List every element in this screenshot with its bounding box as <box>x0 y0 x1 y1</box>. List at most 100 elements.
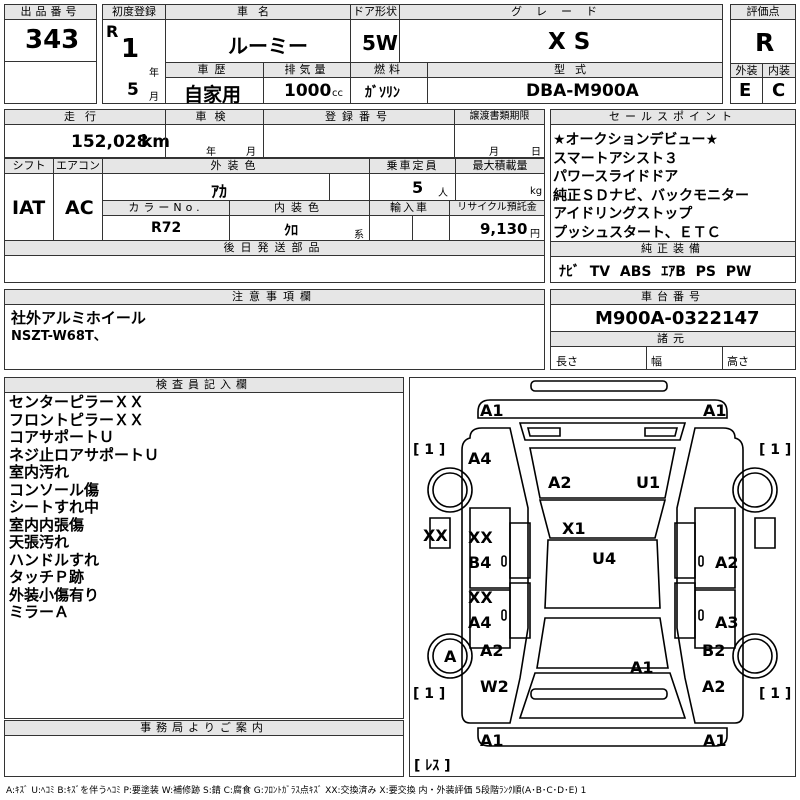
inspection-cell: 年 月 <box>165 124 264 158</box>
wheel-rear-right <box>732 633 778 679</box>
sales-line: アイドリングストップ <box>553 206 693 222</box>
left-side-windows <box>509 522 531 639</box>
transfer-cell: 月 日 <box>454 124 545 158</box>
mark-a2-rear-bumper-right: A2 <box>702 677 726 696</box>
ext-header: 外装 <box>730 63 763 78</box>
rear-bumper-strip <box>530 688 668 700</box>
fuel: ｶﾞｿﾘﾝ <box>365 85 400 101</box>
damage-diagram-frame: A1 A1 A4 A2 U1 X1 U4 XX XX B4 A2 XX A4 A… <box>409 377 796 777</box>
inspector-header: 検査員記入欄 <box>4 377 404 393</box>
capacity: 5 <box>412 178 424 197</box>
spare-tire-status: [ ﾚｽ ] <box>414 758 451 774</box>
sales-line: パワースライドドア <box>553 169 679 185</box>
mark-u4: U4 <box>592 549 616 568</box>
mark-a1-tl: A1 <box>480 401 504 420</box>
mark-a-wheel: A <box>444 647 457 666</box>
year-unit: 年 <box>149 68 159 79</box>
left-doors <box>469 507 511 649</box>
damage-legend: A:ｷｽﾞ U:ﾍｺﾐ B:ｷｽﾞを伴うﾍｺﾐ P:要塗装 W:補修跡 S:錆 … <box>6 786 587 796</box>
inspector-line: ハンドルすれ <box>9 550 100 569</box>
mark-a4-front-left: A4 <box>468 449 492 468</box>
mark-a4-rear-door: A4 <box>468 613 492 632</box>
equipment: ﾅﾋﾞ TV ABS ｴｱB PS PW <box>559 264 752 280</box>
notes-line: 社外アルミホイール <box>11 309 146 327</box>
equipment-header: 純正装備 <box>550 241 796 257</box>
wheel-front-right <box>732 467 778 513</box>
intcolor-header: 内装色 <box>229 200 370 216</box>
ext-cell: E <box>730 77 763 104</box>
windshield <box>538 499 667 539</box>
mark-xx-rear-door: XX <box>468 588 493 607</box>
lot-number: 343 <box>25 25 80 55</box>
transfer-header: 譲渡書類期限 <box>454 109 545 125</box>
model-header: 型式 <box>427 62 723 78</box>
door-handle-right-rear <box>698 609 704 621</box>
colorno-header: カラーNo. <box>102 200 230 216</box>
lot-number-header: 出品番号 <box>4 4 97 20</box>
lot-number-blank <box>4 61 97 104</box>
mark-u1-hood: U1 <box>636 473 660 492</box>
office-cell <box>4 735 404 777</box>
mark-w2: W2 <box>480 677 509 696</box>
import-cell <box>369 215 413 241</box>
front-bumper-shape <box>530 380 668 392</box>
inspector-line: フロントピラーＸＸ <box>9 410 145 429</box>
mileage-header: 走行 <box>4 109 166 125</box>
sales-points-header: セールスポイント <box>550 109 796 125</box>
inspector-line: コアサポートＵ <box>9 428 115 446</box>
era: R <box>106 22 119 41</box>
mileage: 152,028 <box>71 132 149 152</box>
later-parts-header: 後日発送部品 <box>4 240 545 256</box>
displacement-header: 排気量 <box>263 62 351 78</box>
height-cell: 高さ <box>722 346 796 370</box>
regno-header: 登録番号 <box>263 109 455 125</box>
front-lights <box>526 427 679 437</box>
sales-line: ★オークションデビュー★ <box>553 132 719 148</box>
inspection-header: 車検 <box>165 109 264 125</box>
length-cell: 長さ <box>550 346 647 370</box>
history-header: 車歴 <box>165 62 264 78</box>
ac-cell: AC <box>53 173 103 241</box>
mark-a1-tr: A1 <box>703 401 727 420</box>
mileage-cell: 152,028 km <box>4 124 170 158</box>
sales-line: 純正ＳＤナビ、バックモニター <box>553 187 749 204</box>
sales-line: プッシュスタート、ＥＴＣ <box>553 224 721 241</box>
sales-points: ★オークションデビュー★ スマートアシスト３ パワースライドドア 純正ＳＤナビ、… <box>550 124 796 242</box>
notes-header: 注意事項欄 <box>4 289 545 305</box>
car-name-cell: ルーミー <box>165 19 351 63</box>
inspector-line: シートすれ中 <box>9 498 100 516</box>
body-outline-left <box>461 427 529 724</box>
ext-grade: E <box>739 80 752 101</box>
hood-front <box>518 422 687 441</box>
sales-line: スマートアシスト３ <box>553 150 679 167</box>
import-cell-2 <box>412 215 450 241</box>
recycle-header: リサイクル預託金 <box>449 200 545 216</box>
inspector-line: 外装小傷有り <box>9 585 100 604</box>
capacity-cell: 5 人 <box>369 173 456 201</box>
history-cell: 自家用 <box>165 77 264 106</box>
mirror-left <box>429 517 451 549</box>
cc-unit: cc <box>332 88 343 99</box>
later-parts-cell <box>4 255 545 283</box>
model-cell: DBA-M900A <box>427 77 723 104</box>
spare-box <box>410 748 795 776</box>
ac-header: エアコン <box>53 158 103 174</box>
model: DBA-M900A <box>526 81 639 101</box>
trunk <box>518 672 687 719</box>
int-header: 内装 <box>762 63 796 78</box>
rear-window <box>536 617 669 669</box>
car-name: ルーミー <box>228 34 308 58</box>
fuel-cell: ｶﾞｿﾘﾝ <box>350 77 428 104</box>
kei-unit: 系 <box>354 230 364 241</box>
transfer-month-unit: 月 <box>489 147 499 158</box>
color-header: 外装色 <box>102 158 370 174</box>
inspector-line: 室内内張傷 <box>9 515 85 534</box>
load-header: 最大積載量 <box>455 158 545 174</box>
body-outline-right <box>676 427 744 724</box>
month-unit: 月 <box>149 92 159 103</box>
history: 自家用 <box>184 84 242 106</box>
notes-line: NSZT-W68T、 <box>11 328 107 344</box>
grade-cell: X S <box>399 19 723 63</box>
wheel-front-left <box>427 467 473 513</box>
door-handle-left-rear <box>501 609 507 621</box>
